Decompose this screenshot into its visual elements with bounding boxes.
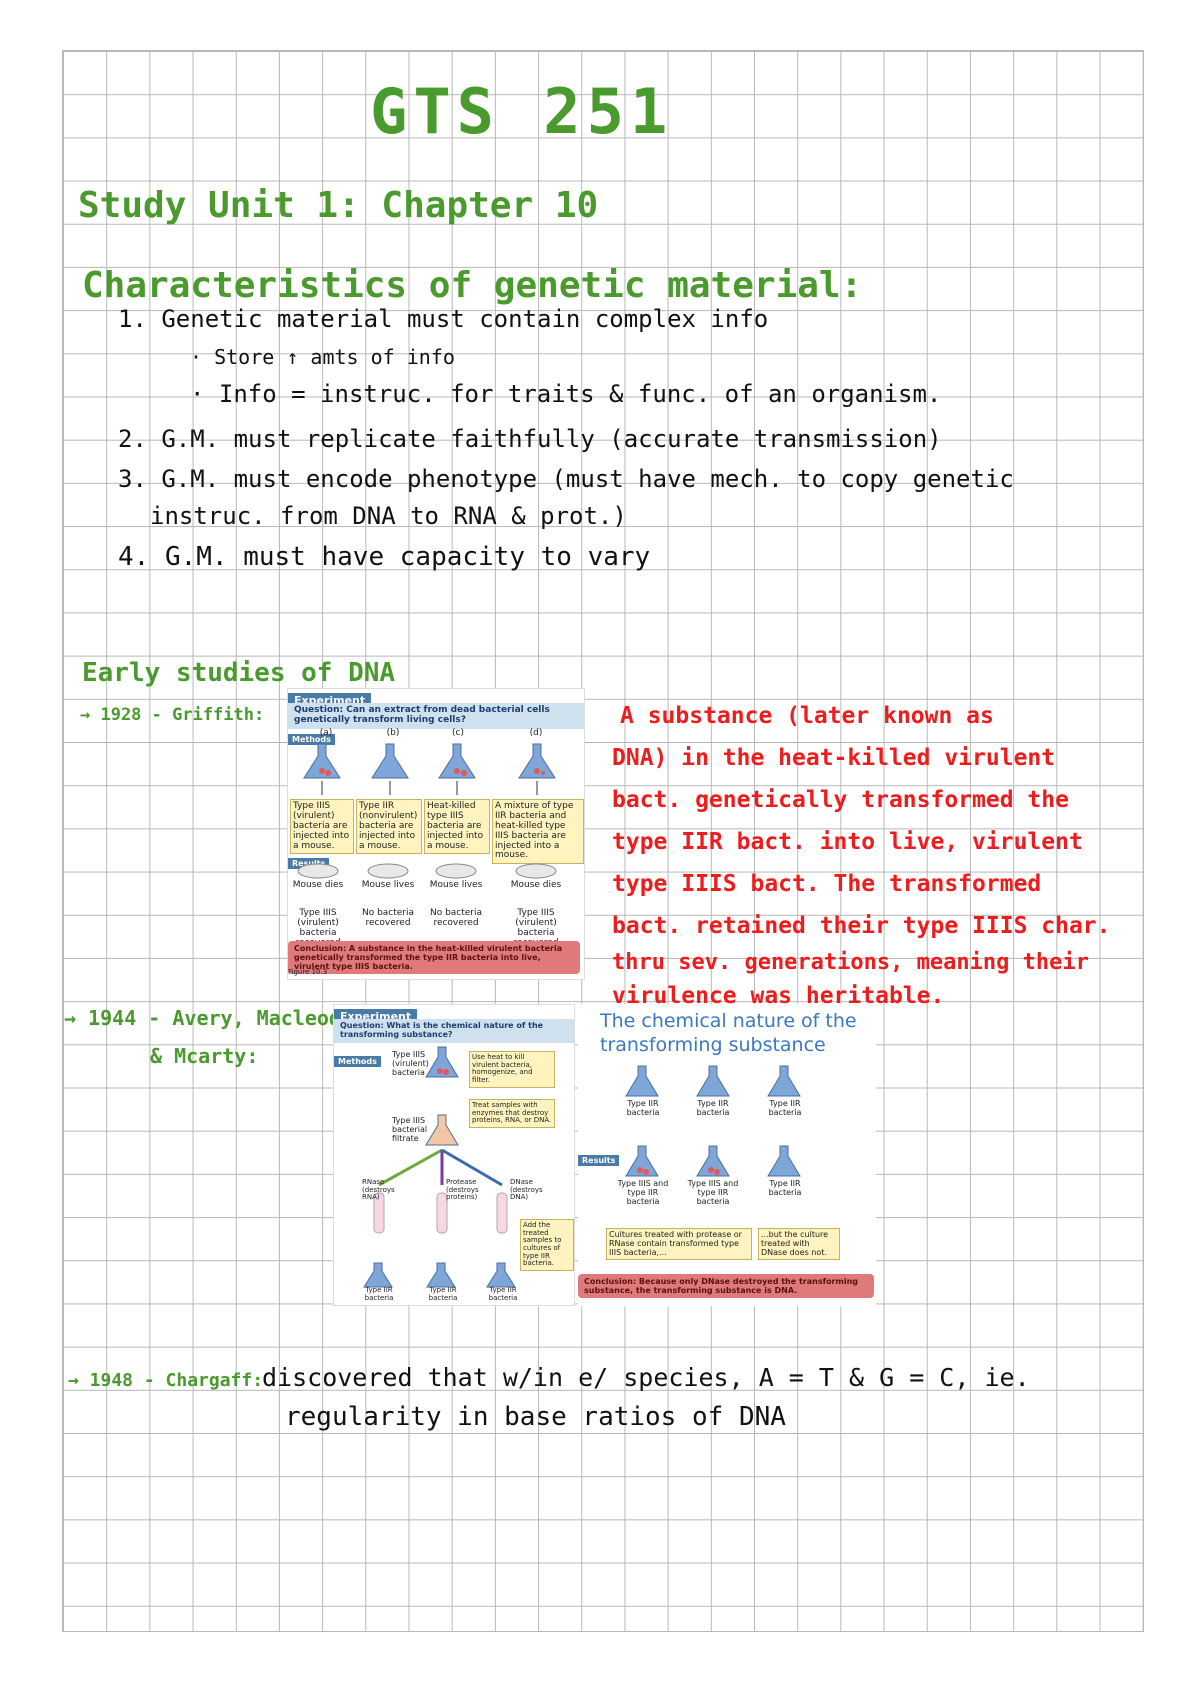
flask-icon <box>486 1262 516 1288</box>
flask-icon <box>696 1065 730 1097</box>
flask-icon <box>426 1262 456 1288</box>
char-item-1: 1. Genetic material must contain complex… <box>118 305 769 333</box>
mouse-icon <box>515 863 557 879</box>
col-label: (c) <box>452 728 464 738</box>
method-box: Type IIR (nonvirulent) bacteria are inje… <box>356 799 422 855</box>
step-4-box: Cultures treated with protease or RNase … <box>606 1228 752 1261</box>
tube-icon <box>436 1192 448 1234</box>
flask-icon <box>425 1046 459 1078</box>
chargaff-line-2: regularity in base ratios of DNA <box>285 1402 786 1432</box>
bottom-flask-label: Type IIR bacteria <box>428 1286 458 1302</box>
chargaff-line-1: discovered that w/in e/ species, A = T &… <box>262 1363 1030 1392</box>
step-3-box: Add the treated samples to cultures of t… <box>520 1219 574 1272</box>
avery-label-cont: & Mcarty: <box>150 1044 259 1068</box>
figure-number: Figure 10.3 <box>288 968 328 976</box>
flask-icon <box>425 1114 459 1146</box>
flask-icon <box>767 1065 801 1097</box>
mouse-result: Mouse lives <box>361 880 415 890</box>
avery-figure-left: Experiment Question: What is the chemica… <box>333 1004 575 1306</box>
flask-icon <box>438 743 476 779</box>
step-5-box: ...but the culture treated with DNase do… <box>758 1228 840 1261</box>
figure-question: Question: What is the chemical nature of… <box>334 1019 574 1043</box>
early-studies-heading: Early studies of DNA <box>82 658 396 688</box>
col-label: (b) <box>386 728 400 738</box>
tube-icon <box>496 1192 508 1234</box>
note-line: bact. retained their type IIIS char. <box>612 913 1111 939</box>
unit-heading: Study Unit 1: Chapter 10 <box>78 185 599 226</box>
char-item-2: 2. G.M. must replicate faithfully (accur… <box>118 425 942 453</box>
char-item-4: 4. G.M. must have capacity to vary <box>118 542 651 572</box>
flask-icon <box>371 743 409 779</box>
mouse-result: Mouse dies <box>292 880 344 890</box>
note-line: type IIR bact. into live, virulent <box>612 829 1083 855</box>
enzyme-label: Protease (destroys proteins) <box>446 1178 479 1202</box>
methods-tag: Methods <box>288 734 335 745</box>
filtrate-label: Type IIIS bacterial filtrate <box>392 1116 428 1143</box>
avery-figure-right: The chemical nature of the transforming … <box>578 1004 876 1306</box>
method-box: Heat-killed type IIIS bacteria are injec… <box>424 799 490 855</box>
flasks-svg <box>303 743 556 795</box>
characteristics-heading: Characteristics of genetic material: <box>82 265 863 306</box>
right-figure-title: The chemical nature of the transforming … <box>600 1010 857 1056</box>
col-label: (d) <box>529 728 543 738</box>
flask-icon <box>518 743 556 779</box>
avery-conclusion: Conclusion: Because only DNase destroyed… <box>578 1274 874 1298</box>
avery-right-flasks-svg <box>625 1065 801 1177</box>
tube-icon <box>373 1192 385 1234</box>
enzyme-label: DNase (destroys DNA) <box>510 1178 543 1202</box>
note-line: type IIIS bact. The transformed <box>612 871 1042 897</box>
right-top-label: Type IIR bacteria <box>768 1099 802 1117</box>
results-tag: Results <box>578 1155 620 1166</box>
char-subitem-2: · Info = instruc. for traits & func. of … <box>190 380 942 408</box>
methods-tag: Methods <box>334 1056 381 1067</box>
step-2-box: Treat samples with enzymes that destroy … <box>469 1099 555 1129</box>
avery-flasks-svg <box>363 1046 516 1288</box>
col-label: (a) <box>319 728 333 738</box>
method-box: A mixture of type IIR bacteria and heat-… <box>492 799 584 865</box>
note-line: bact. genetically transformed the <box>612 787 1069 813</box>
flask-icon <box>625 1145 659 1177</box>
bottom-flask-label: Type IIR bacteria <box>488 1286 518 1302</box>
note-line: DNA) in the heat-killed virulent <box>612 745 1056 771</box>
note-line: thru sev. generations, meaning their <box>612 950 1089 975</box>
grid-paper <box>62 50 1144 1632</box>
char-item-3-cont: instruc. from DNA to RNA & prot.) <box>150 502 627 530</box>
flask-icon <box>767 1145 801 1177</box>
char-subitem-1: · Store ↑ amts of info <box>190 345 455 369</box>
flask-icon <box>303 743 341 779</box>
enzyme-label: RNase (destroys RNA) <box>362 1178 395 1202</box>
step-1-box: Use heat to kill virulent bacteria, homo… <box>469 1051 555 1088</box>
right-result-label: Type IIR bacteria <box>768 1179 802 1197</box>
chargaff-label: → 1948 - Chargaff: <box>68 1370 264 1391</box>
flask-icon <box>363 1262 393 1288</box>
griffith-conclusion: Conclusion: A substance in the heat-kill… <box>288 941 580 974</box>
bottom-flask-label: Type IIR bacteria <box>364 1286 394 1302</box>
mouse-result: Mouse dies <box>510 880 562 890</box>
avery-label: → 1944 - Avery, Macleod <box>64 1006 341 1030</box>
flask-label: Type IIIS (virulent) bacteria <box>392 1050 429 1077</box>
flask-icon <box>625 1065 659 1097</box>
mouse-icon <box>367 863 409 879</box>
method-box: Type IIIS (virulent) bacteria are inject… <box>290 799 354 855</box>
flask-icon <box>696 1145 730 1177</box>
right-top-label: Type IIR bacteria <box>696 1099 730 1117</box>
figure-question: Question: Can an extract from dead bacte… <box>288 703 584 729</box>
recovery-result: No bacteria recovered <box>361 908 415 928</box>
mouse-icon <box>297 863 339 879</box>
mice-svg <box>297 863 557 879</box>
mouse-icon <box>435 863 477 879</box>
right-result-label: Type IIIS and type IIR bacteria <box>617 1179 669 1206</box>
griffith-label: → 1928 - Griffith: <box>80 705 265 725</box>
recovery-result: No bacteria recovered <box>429 908 483 928</box>
mouse-result: Mouse lives <box>429 880 483 890</box>
note-line: A substance (later known as <box>620 703 994 729</box>
char-item-3: 3. G.M. must encode phenotype (must have… <box>118 465 1014 493</box>
griffith-figure: Experiment Question: Can an extract from… <box>287 688 585 980</box>
results-tag: Results <box>288 858 330 869</box>
page-title: GTS 251 <box>370 75 674 148</box>
right-top-label: Type IIR bacteria <box>626 1099 660 1117</box>
right-result-label: Type IIIS and type IIR bacteria <box>687 1179 739 1206</box>
